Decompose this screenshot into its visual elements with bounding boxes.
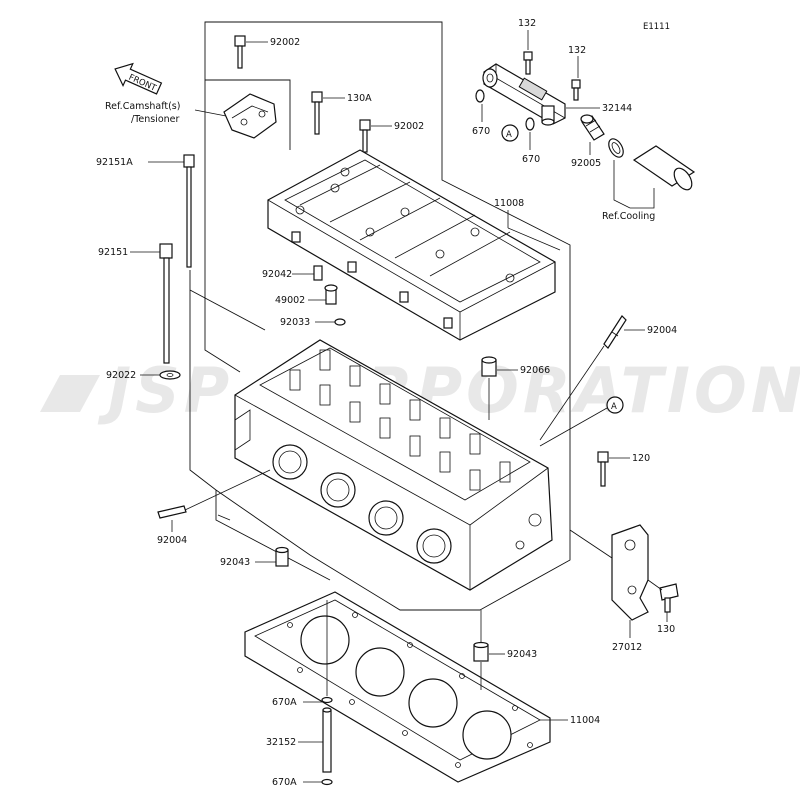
ref-tensioner-label: /Tensioner bbox=[131, 114, 180, 125]
label-32144: 32144 bbox=[602, 103, 632, 114]
cap-92066 bbox=[481, 356, 497, 377]
tensioner-bracket bbox=[223, 93, 277, 139]
cylinder-head bbox=[234, 339, 553, 591]
label-92022: 92022 bbox=[106, 370, 136, 381]
bolt-120 bbox=[597, 451, 609, 487]
label-92002-top: 92002 bbox=[270, 37, 300, 48]
bolt-92002-top bbox=[234, 35, 246, 69]
diagram-code: E1111 bbox=[643, 22, 670, 32]
label-92002-mid: 92002 bbox=[394, 121, 424, 132]
head-gasket bbox=[244, 591, 551, 783]
callout-a-top: A bbox=[501, 124, 519, 142]
oil-jet-49002 bbox=[324, 284, 338, 305]
label-92004-left: 92004 bbox=[157, 535, 187, 546]
oring-670A-bottom bbox=[321, 778, 333, 786]
bolt-130 bbox=[659, 583, 679, 613]
oring-670-left bbox=[475, 89, 485, 103]
label-130A: 130A bbox=[347, 93, 372, 104]
label-132-top: 132 bbox=[518, 18, 536, 29]
label-120: 120 bbox=[632, 453, 650, 464]
oring-92033 bbox=[334, 318, 346, 326]
hose-clamp bbox=[608, 138, 624, 158]
label-92005: 92005 bbox=[571, 158, 601, 169]
bolt-92002-mid bbox=[359, 119, 371, 153]
camshaft-holder bbox=[267, 149, 556, 341]
label-670-left: 670 bbox=[472, 126, 490, 137]
bolt-132-top bbox=[523, 51, 533, 75]
bolt-92151 bbox=[159, 243, 173, 364]
label-670A-bottom: 670A bbox=[272, 777, 297, 788]
water-pipe-32144 bbox=[482, 63, 566, 126]
bolt-130A bbox=[311, 91, 323, 135]
label-670A-top: 670A bbox=[272, 697, 297, 708]
bolt-132-right bbox=[571, 79, 581, 101]
ref-camshaft-label: Ref.Camshaft(s) bbox=[105, 101, 180, 112]
label-92004-right: 92004 bbox=[647, 325, 677, 336]
svg-text:A: A bbox=[506, 130, 512, 140]
label-49002: 49002 bbox=[275, 295, 305, 306]
coolant-hose bbox=[632, 145, 696, 191]
ref-cooling-label: Ref.Cooling bbox=[602, 211, 655, 222]
dowel-92043-right bbox=[473, 641, 489, 662]
washer-92022 bbox=[159, 370, 181, 380]
label-92043-left: 92043 bbox=[220, 557, 250, 568]
dowel-92043-left bbox=[275, 546, 289, 567]
label-92033: 92033 bbox=[280, 317, 310, 328]
label-92066: 92066 bbox=[520, 365, 550, 376]
svg-text:A: A bbox=[611, 402, 617, 412]
label-32152: 32152 bbox=[266, 737, 296, 748]
oring-670A-top bbox=[321, 696, 333, 704]
label-130: 130 bbox=[657, 624, 675, 635]
label-92043-right: 92043 bbox=[507, 649, 537, 660]
stud-92004-right bbox=[603, 315, 627, 349]
fitting-92005 bbox=[580, 114, 605, 141]
stud-92004-left bbox=[157, 505, 187, 519]
front-arrow-icon: FRONT bbox=[114, 62, 163, 95]
pipe-32152 bbox=[322, 707, 332, 773]
bolt-92151A bbox=[183, 154, 195, 268]
label-92151A: 92151A bbox=[96, 157, 133, 168]
label-92151: 92151 bbox=[98, 247, 128, 258]
label-132-right: 132 bbox=[568, 45, 586, 56]
label-27012: 27012 bbox=[612, 642, 642, 653]
dowel-92042 bbox=[313, 265, 323, 281]
label-11008: 11008 bbox=[494, 198, 524, 209]
label-92042: 92042 bbox=[262, 269, 292, 280]
label-11004: 11004 bbox=[570, 715, 600, 726]
callout-a-right: A bbox=[606, 396, 624, 414]
label-670-mid: 670 bbox=[522, 154, 540, 165]
bracket-27012 bbox=[611, 524, 649, 621]
oring-670-mid bbox=[525, 117, 535, 131]
group-frames bbox=[189, 21, 616, 611]
